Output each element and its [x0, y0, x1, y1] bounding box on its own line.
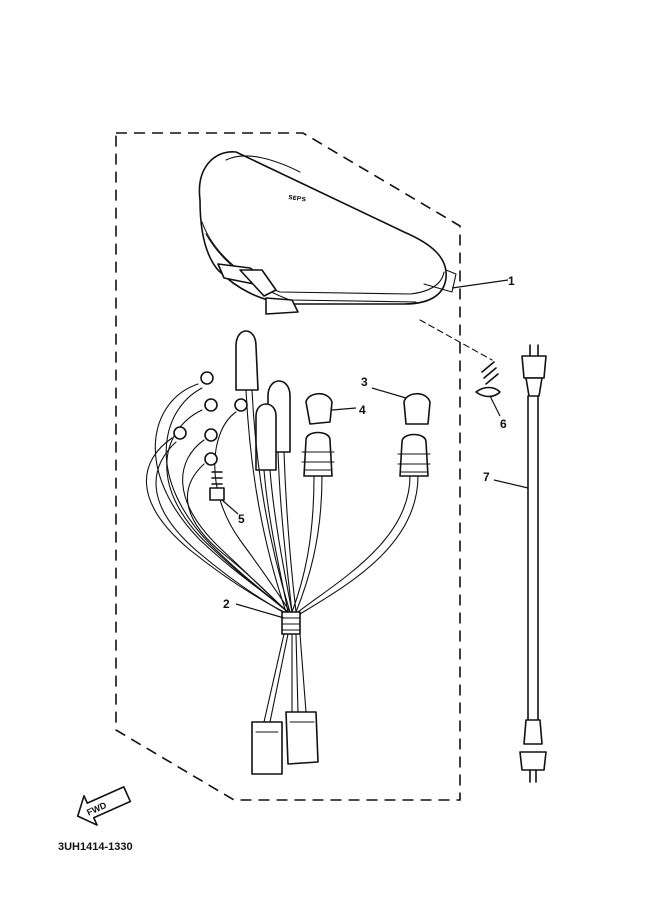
- callout-1: 1: [508, 274, 515, 288]
- callout-5: 5: [238, 512, 245, 526]
- screw-part-6: [475, 361, 501, 417]
- meter-assembly: sᴇᴘs: [198, 151, 509, 315]
- small-screw-part-5: [209, 471, 239, 515]
- callout-2: 2: [223, 597, 230, 611]
- bulb-cap-part-4: [305, 392, 357, 425]
- screw-leader-dashed: [419, 319, 493, 361]
- assembly-boundary: [115, 132, 461, 801]
- callout-3: 3: [361, 375, 368, 389]
- callout-4: 4: [359, 403, 366, 417]
- fwd-arrow-icon: FWD: [76, 786, 132, 826]
- callout-6: 6: [500, 417, 507, 431]
- part-code: 3UH1414-1330: [58, 841, 133, 853]
- meter-marking: sᴇᴘs: [288, 192, 307, 203]
- wire-harness: [145, 330, 431, 775]
- speedometer-cable: [493, 344, 547, 783]
- callout-7: 7: [483, 470, 490, 484]
- bulb-cap-part-3: [371, 387, 431, 425]
